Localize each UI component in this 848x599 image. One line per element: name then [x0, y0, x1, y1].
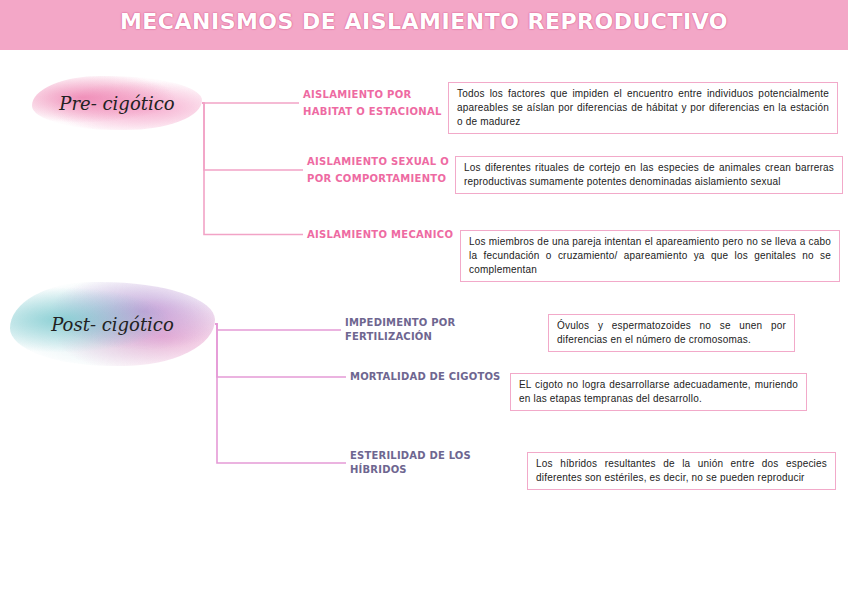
- branch-connector: [202, 102, 299, 104]
- title-text: MECANISMOS DE AISLAMIENTO REPRODUCTIVO: [0, 9, 848, 34]
- category-label-text: AISLAMIENTO SEXUAL O POR COMPORTAMIENTO: [307, 153, 452, 187]
- description-box: Todos los factores que impiden el encuen…: [448, 82, 838, 134]
- branch-connector: [215, 324, 346, 377]
- category-label: AISLAMIENTO POR HABITAT O ESTACIONAL: [303, 86, 443, 120]
- watercolor-heading: Pre- cigótico: [32, 76, 202, 130]
- watercolor-heading-text: Pre- cigótico: [59, 93, 174, 114]
- branch-connector: [202, 103, 303, 235]
- description-box: Óvulos y espermatozoides no se unen por …: [548, 314, 795, 352]
- description-box: EL cigoto no logra desarrollarse adecuad…: [510, 373, 807, 411]
- watercolor-heading: Post- cigótico: [10, 282, 215, 366]
- branch-connector: [215, 324, 346, 463]
- description-box: Los diferentes rituales de cortejo en la…: [455, 156, 843, 194]
- category-label: IMPEDIMENTO POR FERTILIZACIÓN: [345, 316, 530, 344]
- description-box: Los híbridos resultantes de la unión ent…: [527, 452, 836, 490]
- description-box-text: Todos los factores que impiden el encuen…: [457, 87, 829, 129]
- category-label-text: AISLAMIENTO MECANICO: [307, 226, 457, 243]
- description-box-text: Los diferentes rituales de cortejo en la…: [464, 161, 834, 189]
- category-label-text: AISLAMIENTO POR HABITAT O ESTACIONAL: [303, 86, 443, 120]
- description-box-text: Óvulos y espermatozoides no se unen por …: [557, 319, 786, 347]
- category-label-text: MORTALIDAD DE CIGOTOS: [350, 370, 505, 384]
- description-box: Los miembros de una pareja intentan el a…: [460, 230, 840, 282]
- category-label: MORTALIDAD DE CIGOTOS: [350, 370, 505, 384]
- category-label-text: ESTERILIDAD DE LOS HÍBRIDOS: [350, 449, 520, 477]
- branch-connector: [202, 103, 303, 170]
- category-label: ESTERILIDAD DE LOS HÍBRIDOS: [350, 449, 520, 477]
- branch-connector: [215, 324, 341, 330]
- description-box-text: EL cigoto no logra desarrollarse adecuad…: [519, 378, 798, 406]
- category-label-text: IMPEDIMENTO POR FERTILIZACIÓN: [345, 316, 530, 344]
- category-label: AISLAMIENTO SEXUAL O POR COMPORTAMIENTO: [307, 153, 452, 187]
- description-box-text: Los miembros de una pareja intentan el a…: [469, 235, 831, 277]
- watercolor-heading-text: Post- cigótico: [51, 314, 174, 335]
- description-box-text: Los híbridos resultantes de la unión ent…: [536, 457, 827, 485]
- category-label: AISLAMIENTO MECANICO: [307, 226, 457, 243]
